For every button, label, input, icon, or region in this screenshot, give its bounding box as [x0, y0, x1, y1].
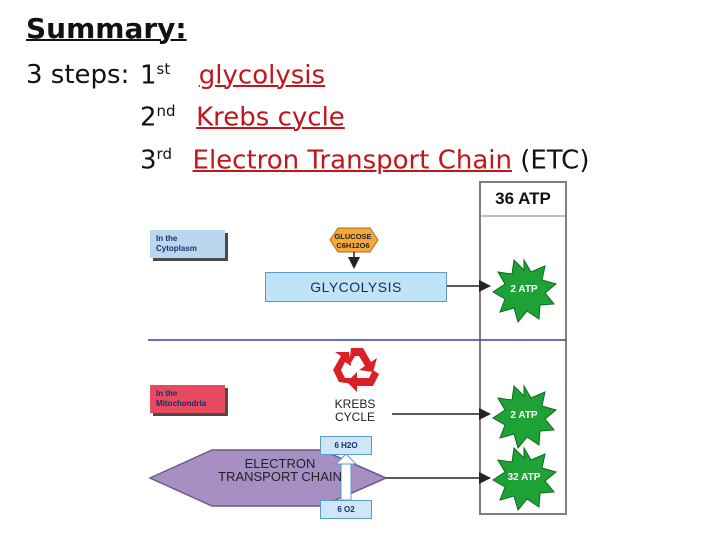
step-3: 3rd Electron Transport Chain (ETC)	[140, 145, 589, 176]
step-3-name: Electron Transport Chain	[192, 145, 512, 176]
cytoplasm-label: In the Cytoplasm	[150, 230, 225, 258]
atp-burst-glycolysis	[492, 258, 558, 324]
step-2-suffix: nd	[156, 102, 176, 120]
glucose-name: GLUCOSE	[334, 232, 372, 241]
step-2-name: Krebs cycle	[196, 102, 345, 133]
step-1-ordinal: 1	[140, 60, 157, 91]
etc-label: ELECTRON TRANSPORT CHAIN	[218, 456, 342, 484]
glucose-hexagon	[329, 227, 379, 253]
atp-yield-krebs: 2 ATP	[510, 410, 538, 421]
summary-title: Summary:	[26, 12, 187, 45]
step-3-ordinal: 3	[140, 145, 157, 176]
recycle-icon	[333, 348, 379, 392]
glucose-label: GLUCOSE C6H12O6	[323, 232, 383, 250]
o2-h2o-arrow-head	[334, 453, 358, 465]
atp-burst-etc	[492, 446, 558, 512]
atp-yield-etc: 32 ATP	[507, 472, 541, 483]
step-2-ordinal: 2	[140, 102, 157, 133]
mitochondria-label: In the Mitochondria	[150, 385, 225, 413]
step-1-name: glycolysis	[198, 60, 326, 91]
glucose-formula: C6H12O6	[336, 241, 370, 250]
step-2: 2nd Krebs cycle	[140, 102, 345, 133]
step-1-suffix: st	[156, 60, 171, 78]
total-atp-label: 36 ATP	[495, 189, 551, 208]
krebs-label: KREBS CYCLE	[334, 397, 376, 424]
atp-yield-glycolysis: 2 ATP	[510, 284, 538, 295]
glycolysis-box: GLYCOLYSIS	[265, 272, 447, 302]
step-3-suffix: rd	[156, 145, 172, 163]
step-1: 1st glycolysis	[140, 60, 325, 91]
atp-burst-krebs	[492, 384, 558, 450]
step-3-tail: (ETC)	[511, 145, 590, 176]
steps-label: 3 steps:	[26, 60, 130, 90]
o2-box: 6 O2	[320, 500, 372, 519]
h2o-box: 6 H2O	[320, 436, 372, 455]
